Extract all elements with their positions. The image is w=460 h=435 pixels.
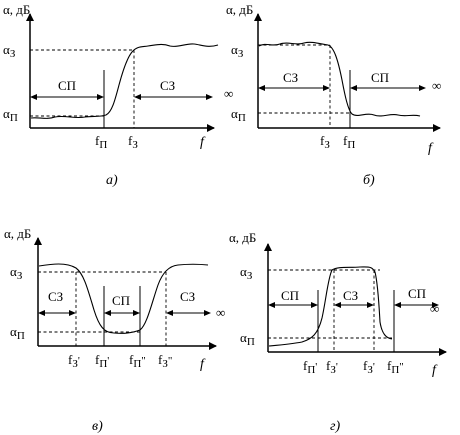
- panel-a-curve: [30, 43, 219, 119]
- panel-v-y-label: α, дБ: [4, 226, 31, 241]
- panel-a-fz-label: fЗ: [128, 133, 138, 151]
- panel-b-alpha-z: αЗ: [231, 42, 244, 60]
- panel-v-alpha-z: αЗ: [10, 264, 23, 282]
- panel-g-sz-label: СЗ: [343, 288, 358, 303]
- panel-b-sp-label: СП: [371, 70, 389, 85]
- panel-a-caption: а): [106, 173, 118, 188]
- panel-b-sz-label: СЗ: [283, 70, 298, 85]
- panel-b-y-label: α, дБ: [226, 2, 253, 17]
- panel-b-f-axis-label: f: [428, 141, 434, 156]
- panel-a-fp-label: fП: [95, 133, 107, 151]
- panel-a-f-axis-label: f: [200, 135, 206, 150]
- panel-g-sp1-label: СП: [281, 288, 299, 303]
- panel-v-sp-label: СП: [112, 293, 130, 308]
- panel-g-f2-label: fЗ': [326, 358, 338, 376]
- panel-a-y-label: α, дБ: [3, 2, 30, 17]
- panel-g-alpha-z: αЗ: [240, 264, 253, 282]
- panel-b-curve: [258, 41, 421, 117]
- panel-v-f2-label: fП': [95, 352, 109, 370]
- panel-v-f1-label: fЗ': [68, 352, 80, 370]
- panel-a-alpha-z: αЗ: [3, 42, 16, 60]
- panel-a: α, дБ αЗ αП СП СЗ fП fЗ f а): [3, 2, 219, 188]
- panel-g-curve: [268, 266, 393, 347]
- panel-v-infinity: ∞: [216, 305, 225, 320]
- panel-g-f4-label: fП": [387, 358, 404, 376]
- panel-b-caption: б): [363, 173, 375, 188]
- panel-v-f-axis-label: f: [200, 357, 206, 372]
- panel-a-alpha-p: αП: [3, 106, 18, 124]
- panel-b-fz-label: fЗ: [320, 133, 330, 151]
- panel-b-infinity-right: ∞: [432, 78, 441, 93]
- panel-g-y-label: α, дБ: [229, 230, 256, 245]
- panel-v-f4-label: fЗ": [158, 352, 172, 370]
- panel-b-alpha-p: αП: [231, 106, 246, 124]
- panel-a-sp-label: СП: [58, 78, 76, 93]
- panel-b: α, дБ αЗ αП ∞ ∞ СЗ СП fЗ fП f б): [224, 2, 441, 188]
- panel-g-infinity: ∞: [430, 301, 439, 316]
- panel-v-alpha-p: αП: [10, 324, 25, 342]
- panel-v-f3-label: fП": [129, 352, 146, 370]
- panel-g-alpha-p: αП: [240, 330, 255, 348]
- panel-g-f-axis-label: f: [432, 363, 438, 378]
- panel-b-fp-label: fП: [343, 133, 355, 151]
- panel-v: α, дБ αЗ αП ∞ СЗ СП СЗ fЗ' fП' fП" fЗ" f…: [4, 226, 225, 434]
- panel-g-caption: г): [330, 419, 340, 434]
- panel-g-f1-label: fП': [303, 358, 317, 376]
- panel-v-caption: в): [92, 419, 103, 434]
- panel-v-sz2-label: СЗ: [180, 289, 195, 304]
- panel-g-sp2-label: СП: [408, 286, 426, 301]
- panel-g-f3-label: fЗ': [363, 358, 375, 376]
- panel-v-curve: [38, 263, 209, 334]
- panel-b-infinity: ∞: [224, 86, 233, 101]
- panel-g: α, дБ αЗ αП ∞ СП СЗ СП fП' fЗ' fЗ' fП" f…: [229, 230, 447, 434]
- panel-a-sz-label: СЗ: [160, 78, 175, 93]
- panel-v-sz1-label: СЗ: [48, 289, 63, 304]
